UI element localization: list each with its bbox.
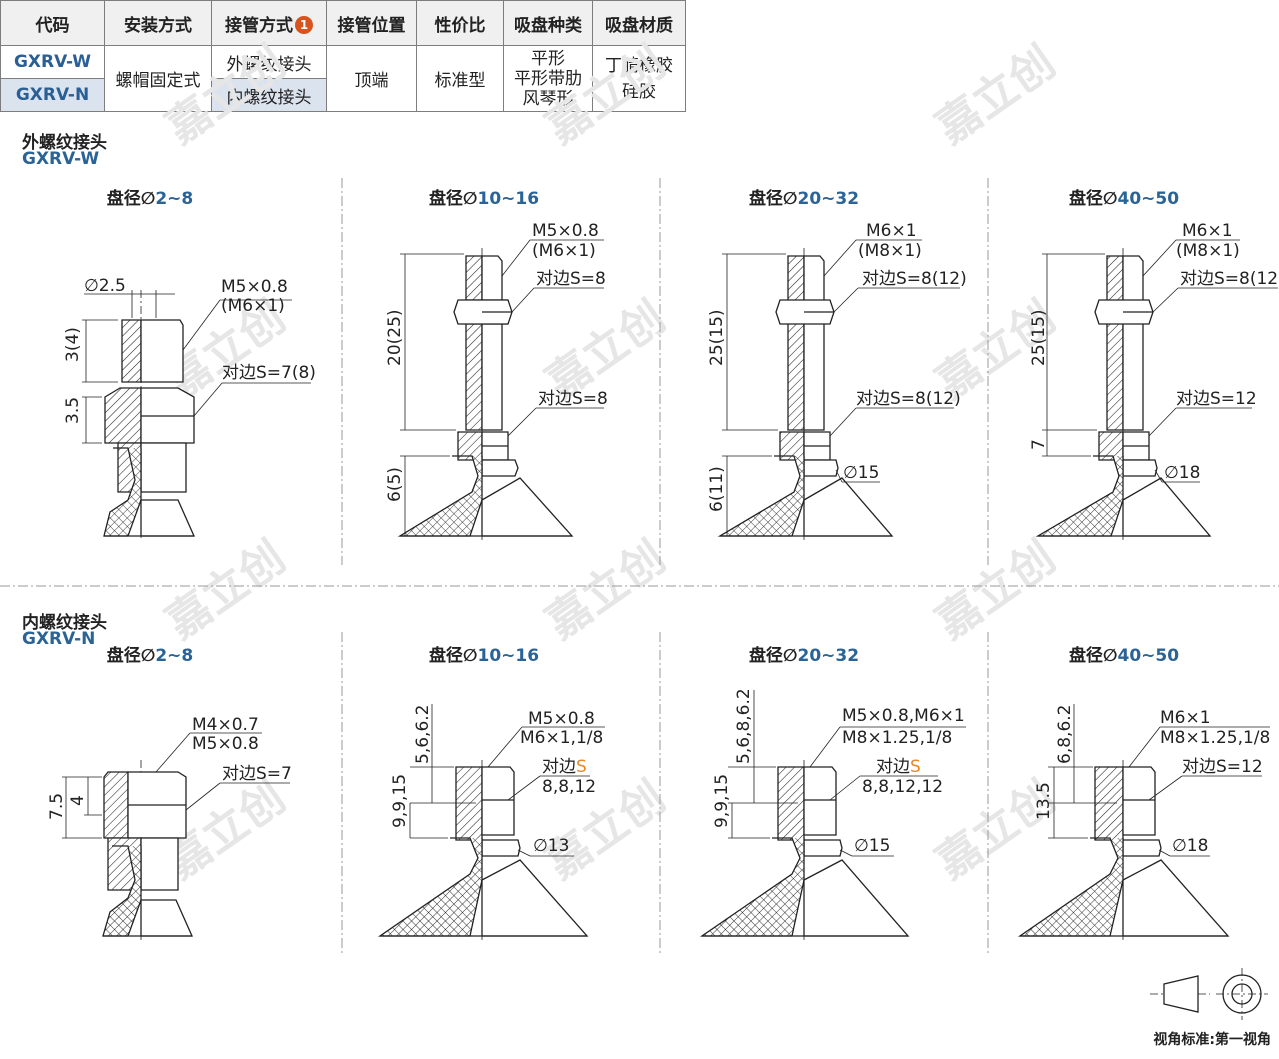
hex-label: 对边S=8 — [536, 269, 606, 289]
header-cost: 性价比 — [416, 0, 504, 46]
dia-label: ∅15 — [854, 836, 890, 856]
size-label: 盘径∅40~50 — [1068, 189, 1180, 209]
hex-label: 对边S=8 — [538, 389, 608, 409]
drawing-female-20-32 — [699, 690, 966, 940]
thread-label: M8×1.25,1/8 — [1160, 728, 1270, 748]
dia-label: ∅18 — [1172, 836, 1208, 856]
header-position: 接管位置 — [326, 0, 417, 46]
thread-label: M5×0.8 — [532, 221, 599, 241]
cost-cell: 标准型 — [416, 45, 504, 112]
size-label: 盘径∅20~32 — [748, 646, 860, 666]
section-code-female: GXRV-N — [22, 629, 96, 649]
header-material: 吸盘材质 — [592, 0, 686, 46]
dimension-labels: ∅2.5 M5×0.8 (M6×1) 对边S=7(8) 3(4) 3.5 M5×… — [47, 221, 1279, 856]
dim-label: 3.5 — [63, 397, 83, 424]
dim-label: 9,9,15 — [712, 774, 732, 828]
dim-label: 7.5 — [47, 793, 67, 820]
position-cell: 顶端 — [326, 45, 417, 112]
hex-label: 对边S=7 — [222, 764, 292, 784]
code-gxrv-n: GXRV-N — [0, 78, 105, 112]
table-row: GXRV-N 内螺纹接头 — [0, 78, 686, 112]
hex-label: 对边S=8(12) — [856, 389, 961, 409]
hex-values: 8,8,12,12 — [862, 777, 943, 797]
separators — [0, 178, 1279, 955]
dia-label: ∅13 — [533, 836, 569, 856]
connection-male: 外螺纹接头 — [211, 45, 327, 79]
dim-label: ∅2.5 — [84, 276, 126, 296]
thread-label: M5×0.8 — [221, 277, 288, 297]
size-label: 盘径∅2~8 — [106, 646, 194, 666]
dim-label: 5,6,8,6.2 — [734, 688, 754, 764]
drawing-female-10-16 — [377, 704, 605, 940]
hex-label: 对边S — [876, 757, 921, 777]
drawing-male-2-8 — [82, 290, 311, 540]
drawing-male-10-16 — [397, 239, 604, 540]
thread-label: (M6×1) — [532, 241, 596, 261]
connection-female: 内螺纹接头 — [211, 78, 327, 112]
cup-type-cell: 平形 平形带肋 风琴形 — [503, 45, 593, 112]
dia-label: ∅18 — [1164, 463, 1200, 483]
drawing-male-40-50 — [1035, 239, 1278, 540]
header-code: 代码 — [0, 0, 105, 46]
thread-label: (M8×1) — [858, 241, 922, 261]
thread-label: M6×1,1/8 — [520, 728, 603, 748]
dim-label: 7 — [1029, 439, 1049, 450]
thread-label: M6×1 — [866, 221, 917, 241]
dim-label: 6(5) — [385, 467, 405, 502]
section-title-female: 内螺纹接头 — [22, 613, 107, 633]
dim-label: 3(4) — [63, 327, 83, 362]
hex-values: 8,8,12 — [542, 777, 596, 797]
size-label: 盘径∅2~8 — [106, 189, 194, 209]
hex-label: 对边S=8(12) — [1180, 269, 1279, 289]
drawing-male-20-32 — [717, 239, 960, 540]
dim-label: 25(15) — [707, 309, 727, 366]
dim-label: 9,9,15 — [390, 774, 410, 828]
dim-label: 6(11) — [707, 466, 727, 512]
watermark: 嘉立创 — [157, 37, 294, 154]
hex-label: 对边S — [542, 757, 587, 777]
drawing-female-2-8 — [62, 732, 290, 940]
thread-label: (M8×1) — [1176, 241, 1240, 261]
watermark: 嘉立创 — [927, 37, 1064, 154]
hex-label: 对边S=12 — [1182, 757, 1263, 777]
dim-label: 13.5 — [1034, 782, 1054, 820]
dim-label: 5,6,6.2 — [413, 705, 433, 764]
size-label: 盘径∅20~32 — [748, 189, 860, 209]
thread-label: M5×0.8 — [528, 709, 595, 729]
thread-label: M8×1.25,1/8 — [842, 728, 952, 748]
code-gxrv-w: GXRV-W — [0, 45, 105, 79]
section-code-male: GXRV-W — [22, 149, 100, 169]
thread-label: M4×0.7 — [192, 715, 259, 735]
dia-label: ∅15 — [843, 463, 879, 483]
thread-label: M5×0.8 — [192, 734, 259, 754]
thread-label: (M6×1) — [221, 296, 285, 316]
watermark: 嘉立创 — [927, 532, 1064, 649]
dim-label: 6,8,6.2 — [1055, 705, 1075, 764]
watermark-group: 嘉立创 嘉立创 嘉立创 嘉立创 嘉立创 嘉立创 嘉立创 嘉立创 嘉立创 嘉立创 … — [157, 37, 1064, 889]
watermark: 嘉立创 — [537, 532, 674, 649]
drawing-female-40-50 — [1017, 704, 1270, 940]
projection-standard-label: 视角标准:第一视角 — [1153, 1032, 1271, 1048]
thread-label: M6×1 — [1182, 221, 1233, 241]
watermark: 嘉立创 — [537, 37, 674, 154]
dim-label: 20(25) — [385, 309, 405, 366]
thread-label: M5×0.8,M6×1 — [842, 706, 965, 726]
dim-label: 4 — [68, 795, 88, 806]
section-title-male: 外螺纹接头 — [22, 133, 107, 153]
size-label: 盘径∅10~16 — [428, 646, 540, 666]
dim-label: 25(15) — [1029, 309, 1049, 366]
hex-label: 对边S=7(8) — [222, 363, 316, 383]
hex-label: 对边S=12 — [1176, 389, 1257, 409]
hex-label: 对边S=8(12) — [862, 269, 967, 289]
size-label: 盘径∅40~50 — [1068, 646, 1180, 666]
note-badge: 1 — [295, 15, 313, 34]
material-cell: 丁腈橡胶 硅胶 — [592, 45, 686, 112]
watermark: 嘉立创 — [157, 532, 294, 649]
size-label: 盘径∅10~16 — [428, 189, 540, 209]
projection-symbol-icon — [1150, 968, 1268, 1020]
thread-label: M6×1 — [1160, 708, 1211, 728]
